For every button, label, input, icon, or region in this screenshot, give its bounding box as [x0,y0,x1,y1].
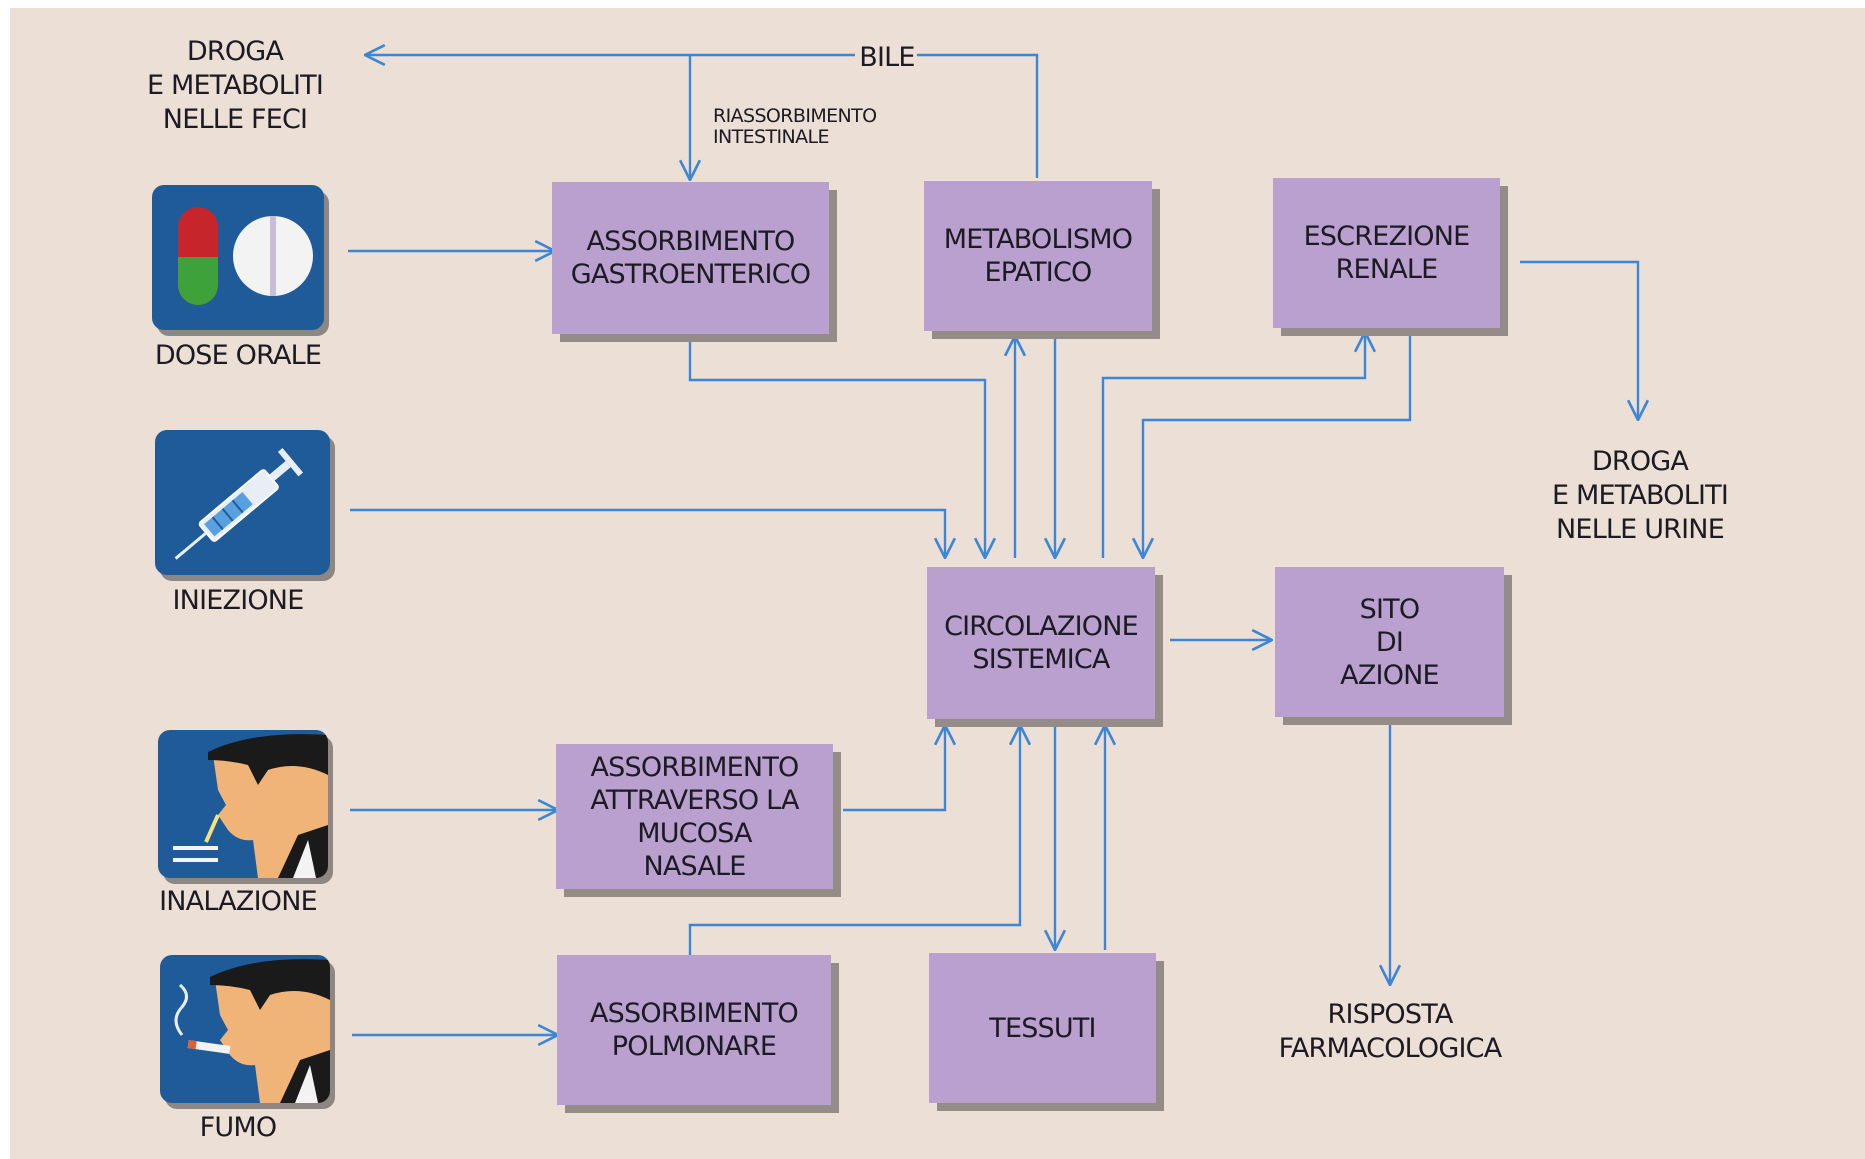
box-sito-di-azione: SITO DI AZIONE [1275,567,1504,717]
arrow-polmonare-to-circolazione [688,725,1020,955]
box-metabolismo-epatico: METABOLISMO EPATICO [924,181,1152,331]
arrow-gastro-to-circolazione [688,338,985,558]
label-iniezione: INIEZIONE [172,585,305,616]
arrow-renale-to-circolazione [1143,332,1412,558]
label-droga-urine: DROGA E METABOLITI NELLE URINE [1551,446,1729,545]
arrow-circolazione-to-renale [1101,332,1365,558]
arrow-iniezione [350,508,945,558]
capsule-and-tablet-icon [152,185,324,330]
box-assorbimento-nasale: ASSORBIMENTO ATTRAVERSO LA MUCOSA NASALE [556,744,833,889]
label-dose-orale: DOSE ORALE [154,340,322,371]
arrow-bile-to-feci [365,55,1039,178]
label-riassorbimento-intestinale: RIASSORBIMENTO INTESTINALE [713,105,877,148]
box-escrezione-renale: ESCREZIONE RENALE [1273,178,1500,328]
label-inalazione: INALAZIONE [159,886,318,917]
label-fumo: FUMO [199,1112,277,1143]
arrow-renale-to-urine [1520,260,1638,420]
label-droga-feci: DROGA E METABOLITI NELLE FECI [146,36,324,135]
box-circolazione-sistemica: CIRCOLAZIONE SISTEMICA [927,567,1155,719]
arrow-nasale-to-circolazione [843,725,945,812]
label-risposta-farmacologica: RISPOSTA FARMACOLOGICA [1278,999,1503,1064]
label-bile: BILE [859,42,915,73]
box-tessuti: TESSUTI [929,953,1156,1103]
box-assorbimento-polmonare: ASSORBIMENTO POLMONARE [557,955,831,1105]
person-inhaling-icon [158,730,328,878]
box-assorbimento-gastroenterico: ASSORBIMENTO GASTROENTERICO [552,182,829,334]
person-smoking-icon [160,955,330,1103]
syringe-icon [155,430,330,575]
